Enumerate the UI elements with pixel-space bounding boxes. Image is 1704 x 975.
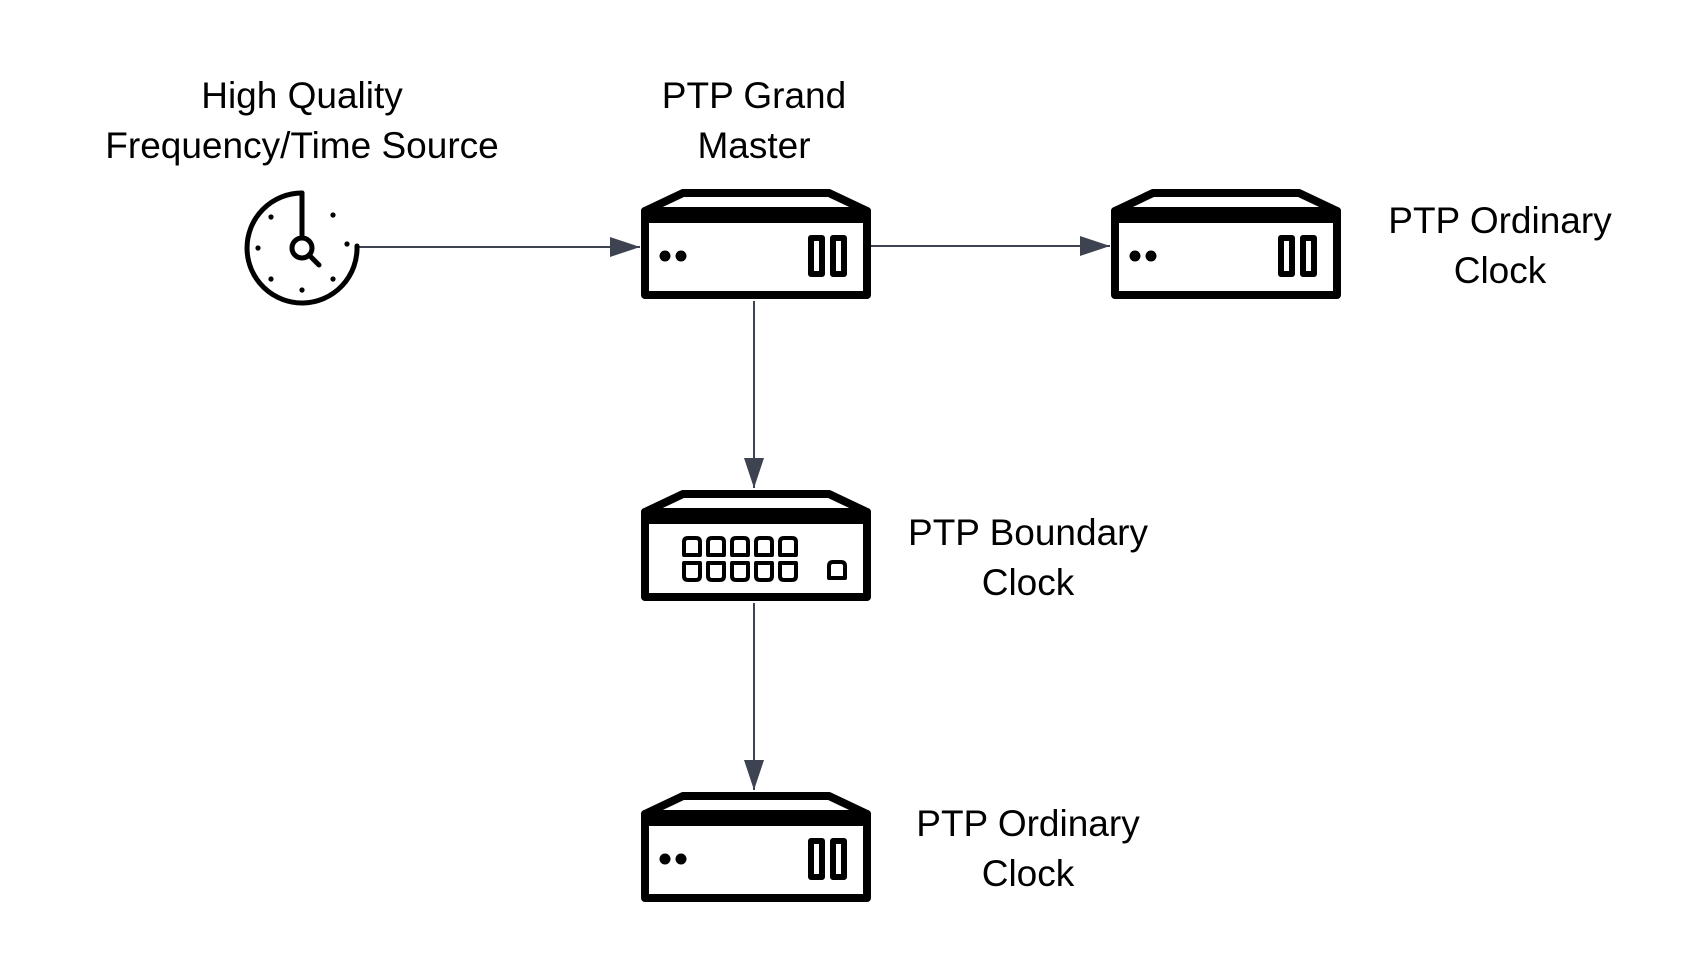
ordinary-right-label-line1: PTP Ordinary	[1388, 200, 1612, 241]
grandmaster-label-line2: Master	[697, 125, 811, 166]
ordinary-right-label: PTP Ordinary Clock	[1340, 196, 1660, 296]
source-label-line2: Frequency/Time Source	[105, 125, 499, 166]
ordinary-bottom-label-line2: Clock	[981, 853, 1075, 894]
grandmaster-label: PTP Grand Master	[594, 71, 914, 171]
ordinary-bottom-label-line1: PTP Ordinary	[916, 803, 1140, 844]
boundary-label: PTP Boundary Clock	[868, 508, 1188, 608]
source-label-line1: High Quality	[201, 75, 403, 116]
boundary-label-line2: Clock	[981, 562, 1075, 603]
grandmaster-device-icon	[645, 193, 867, 295]
source-label: High Quality Frequency/Time Source	[60, 71, 544, 171]
ordinary-bottom-device-icon	[645, 796, 867, 898]
boundary-switch-icon	[641, 490, 871, 601]
grandmaster-label-line1: PTP Grand	[661, 75, 847, 116]
boundary-label-line1: PTP Boundary	[908, 512, 1148, 553]
ordinary-right-device-icon	[1115, 193, 1337, 295]
ordinary-bottom-label: PTP Ordinary Clock	[868, 799, 1188, 899]
ordinary-right-label-line2: Clock	[1453, 250, 1547, 291]
stopwatch-clock-icon	[244, 190, 360, 306]
